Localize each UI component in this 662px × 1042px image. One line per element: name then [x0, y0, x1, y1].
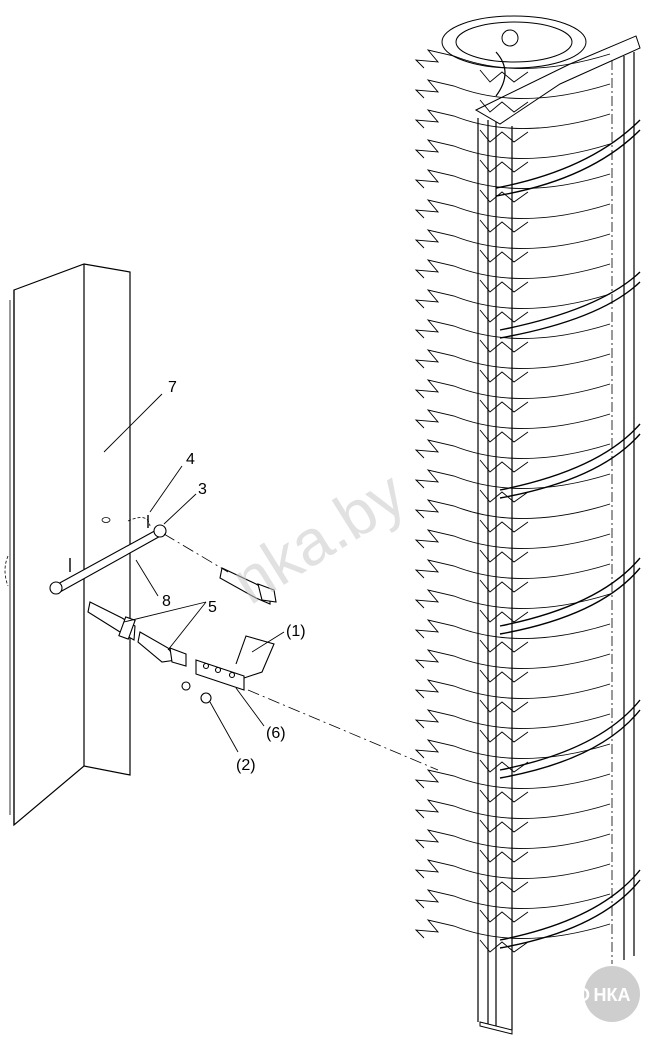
flight-teeth [479, 249, 529, 263]
brand-logo: АГРО НКА [541, 966, 640, 1022]
auger-flight [414, 889, 611, 909]
flight-teeth [479, 849, 529, 863]
flight-teeth [479, 159, 529, 173]
callout-4: 4 [186, 451, 195, 468]
auger-assembly [441, 15, 641, 1035]
flight-teeth [479, 579, 529, 593]
flight-teeth [479, 909, 529, 923]
auger-flight [414, 769, 611, 789]
watermark-text: nka.by [219, 457, 417, 618]
auger-flight [414, 139, 611, 159]
auger-flight [414, 439, 611, 459]
flight-teeth [479, 759, 529, 773]
flight-teeth [479, 819, 529, 833]
auger-flight [414, 199, 611, 219]
flight-teeth [479, 609, 529, 623]
flight-teeth [479, 519, 529, 533]
flight-teeth [479, 99, 529, 113]
flight-teeth [479, 129, 529, 143]
auger-flight [414, 559, 611, 579]
flight-teeth [479, 189, 529, 203]
flight-teeth [479, 699, 529, 713]
flight-teeth [479, 459, 529, 473]
flight-teeth [479, 399, 529, 413]
auger-flight [414, 709, 611, 729]
auger-flight [414, 289, 611, 309]
linkage-parts [49, 515, 277, 704]
flight-teeth [479, 729, 529, 743]
flight-teeth [479, 879, 529, 893]
auger-flight [414, 229, 611, 249]
auger-flight [414, 349, 611, 369]
auger-flight [414, 859, 611, 879]
flight-teeth [479, 309, 529, 323]
flight-teeth [479, 489, 529, 503]
auger-flight [414, 49, 611, 69]
logo-left-text: АГРО [541, 985, 590, 1005]
flight-teeth [479, 639, 529, 653]
auger-flight [414, 409, 611, 429]
logo-right-text: НКА [594, 985, 631, 1005]
callout-1: (1) [286, 623, 306, 640]
auger-flight [414, 169, 611, 189]
callout-6: (6) [266, 725, 286, 742]
auger-flight [414, 319, 611, 339]
auger-flight [414, 499, 611, 519]
callout-7: 7 [168, 379, 177, 396]
auger-flight [414, 109, 611, 129]
auger-flight [414, 379, 611, 399]
flight-teeth [479, 669, 529, 683]
auger-flight [414, 919, 611, 939]
auger-flight [414, 799, 611, 819]
flight-teeth [479, 69, 529, 83]
flight-teeth [479, 939, 529, 953]
flight-teeth [479, 549, 529, 563]
flight-teeth [479, 219, 529, 233]
leader-lines [103, 393, 285, 753]
flight-teeth [479, 789, 529, 803]
callout-2: (2) [236, 757, 256, 774]
flight-teeth [479, 279, 529, 293]
callout-5: 5 [208, 599, 217, 616]
auger-flight [414, 829, 611, 849]
auger-flight [414, 739, 611, 759]
auger-flight [414, 589, 611, 609]
callout-8: 8 [162, 593, 171, 610]
auger-flight [414, 469, 611, 489]
alignment-lines [163, 533, 439, 771]
auger-flight [414, 649, 611, 669]
auger-flight [414, 619, 611, 639]
callout-3: 3 [198, 481, 207, 498]
flight-teeth [479, 339, 529, 353]
auger-flight [414, 259, 611, 279]
flight-teeth [479, 369, 529, 383]
side-panel [4, 263, 131, 827]
auger-flight [414, 529, 611, 549]
auger-flight [414, 679, 611, 699]
flight-teeth [479, 429, 529, 443]
auger-flight [414, 79, 611, 99]
auger-flights [414, 49, 611, 953]
